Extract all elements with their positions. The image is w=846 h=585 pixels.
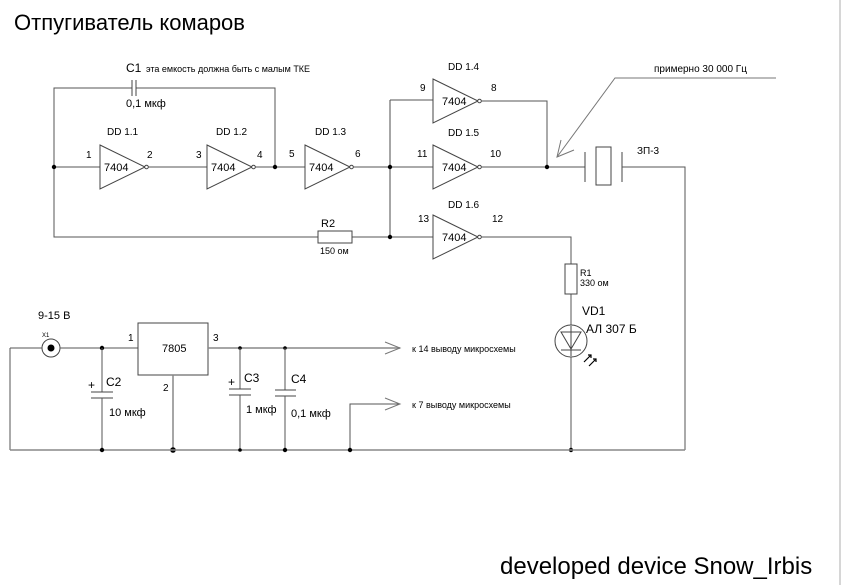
vd1-label: VD1	[582, 304, 606, 318]
gate-chip: 7404	[104, 162, 128, 174]
gate-in-pin: 9	[420, 83, 426, 94]
gate-in-pin: 5	[289, 149, 295, 160]
author-credit: developed device Snow_Irbis	[500, 553, 812, 580]
c4-value: 0,1 мкф	[291, 408, 331, 420]
c1-value: 0,1 мкф	[126, 98, 166, 110]
led-wire	[481, 236, 572, 326]
c1-note: эта емкость должна быть с малым ТКЕ	[146, 64, 310, 74]
gate-out-pin: 10	[490, 149, 502, 160]
connector-label: X1	[42, 333, 50, 339]
c2-capacitor	[91, 348, 113, 450]
diagram-title: Отпугиватель комаров	[14, 10, 245, 35]
gate-dd1-6	[432, 214, 482, 260]
gate-chip: 7404	[442, 232, 466, 244]
to-pin14-label: к 14 выводу микросхемы	[412, 344, 516, 354]
gate-in-pin: 3	[196, 150, 202, 161]
c1-capacitor	[53, 80, 276, 167]
gate-out-pin: 4	[257, 150, 263, 161]
gate-dd1-2	[206, 144, 256, 190]
led-vd1	[554, 324, 597, 367]
r1-resistor	[564, 263, 578, 295]
gate-in-pin: 13	[418, 214, 430, 225]
c4-label: C4	[291, 372, 307, 386]
power-connector-x1	[41, 338, 61, 358]
c2-label: C2	[106, 375, 122, 389]
gate-name: DD 1.6	[448, 200, 480, 211]
r2-resistor	[317, 230, 353, 244]
c4-capacitor	[275, 348, 296, 450]
r1-value: 330 ом	[580, 278, 609, 288]
regulator-label: 7805	[162, 343, 186, 355]
to-pin7-label: к 7 выводу микросхемы	[412, 400, 511, 410]
gate-name: DD 1.3	[315, 127, 347, 138]
gate-chip: 7404	[309, 162, 333, 174]
vd1-type: АЛ 307 Б	[586, 322, 637, 336]
supply-voltage: 9-15 В	[38, 310, 70, 322]
gate-dd1-5	[432, 144, 482, 190]
c2-value: 10 мкф	[109, 407, 146, 419]
piezo-drive-wire	[481, 100, 585, 168]
c2-polarity: +	[88, 378, 95, 392]
gate-out-pin: 6	[355, 149, 361, 160]
gate-name: DD 1.5	[448, 128, 480, 139]
gate-out-pin: 8	[491, 83, 497, 94]
regulator-7805	[137, 322, 209, 376]
gate-dd1-1	[99, 144, 149, 190]
regulator-pin2: 2	[163, 383, 169, 394]
gate-out-pin: 2	[147, 150, 153, 161]
gate-dd1-3	[304, 144, 354, 190]
gate-name: DD 1.2	[216, 127, 248, 138]
r2-wire	[53, 167, 433, 238]
c3-value: 1 мкф	[246, 404, 277, 416]
frequency-annotation: примерно 30 000 Гц	[654, 64, 747, 75]
r2-label: R2	[321, 218, 335, 230]
c3-label: C3	[244, 371, 260, 385]
gate-out-pin: 12	[492, 214, 504, 225]
gate-chip: 7404	[442, 162, 466, 174]
gate-name: DD 1.4	[448, 62, 480, 73]
gate-name: DD 1.1	[107, 127, 139, 138]
r1-label: R1	[580, 268, 592, 278]
gate-in-pin: 1	[86, 150, 92, 161]
c1-label: C1	[126, 61, 142, 75]
piezo-label: ЗП-3	[637, 146, 660, 157]
frequency-arrow	[556, 77, 776, 158]
gate-chip: 7404	[211, 162, 235, 174]
regulator-pin1: 1	[128, 333, 134, 344]
gate-chip: 7404	[442, 96, 466, 108]
c3-capacitor	[229, 348, 251, 450]
r2-value: 150 ом	[320, 246, 349, 256]
regulator-pin3: 3	[213, 333, 219, 344]
c3-polarity: +	[228, 375, 235, 389]
gate-in-pin: 11	[417, 149, 428, 160]
input-wire	[9, 347, 138, 450]
gnd-pin7-wire	[349, 403, 400, 450]
piezo-buzzer	[584, 146, 686, 450]
